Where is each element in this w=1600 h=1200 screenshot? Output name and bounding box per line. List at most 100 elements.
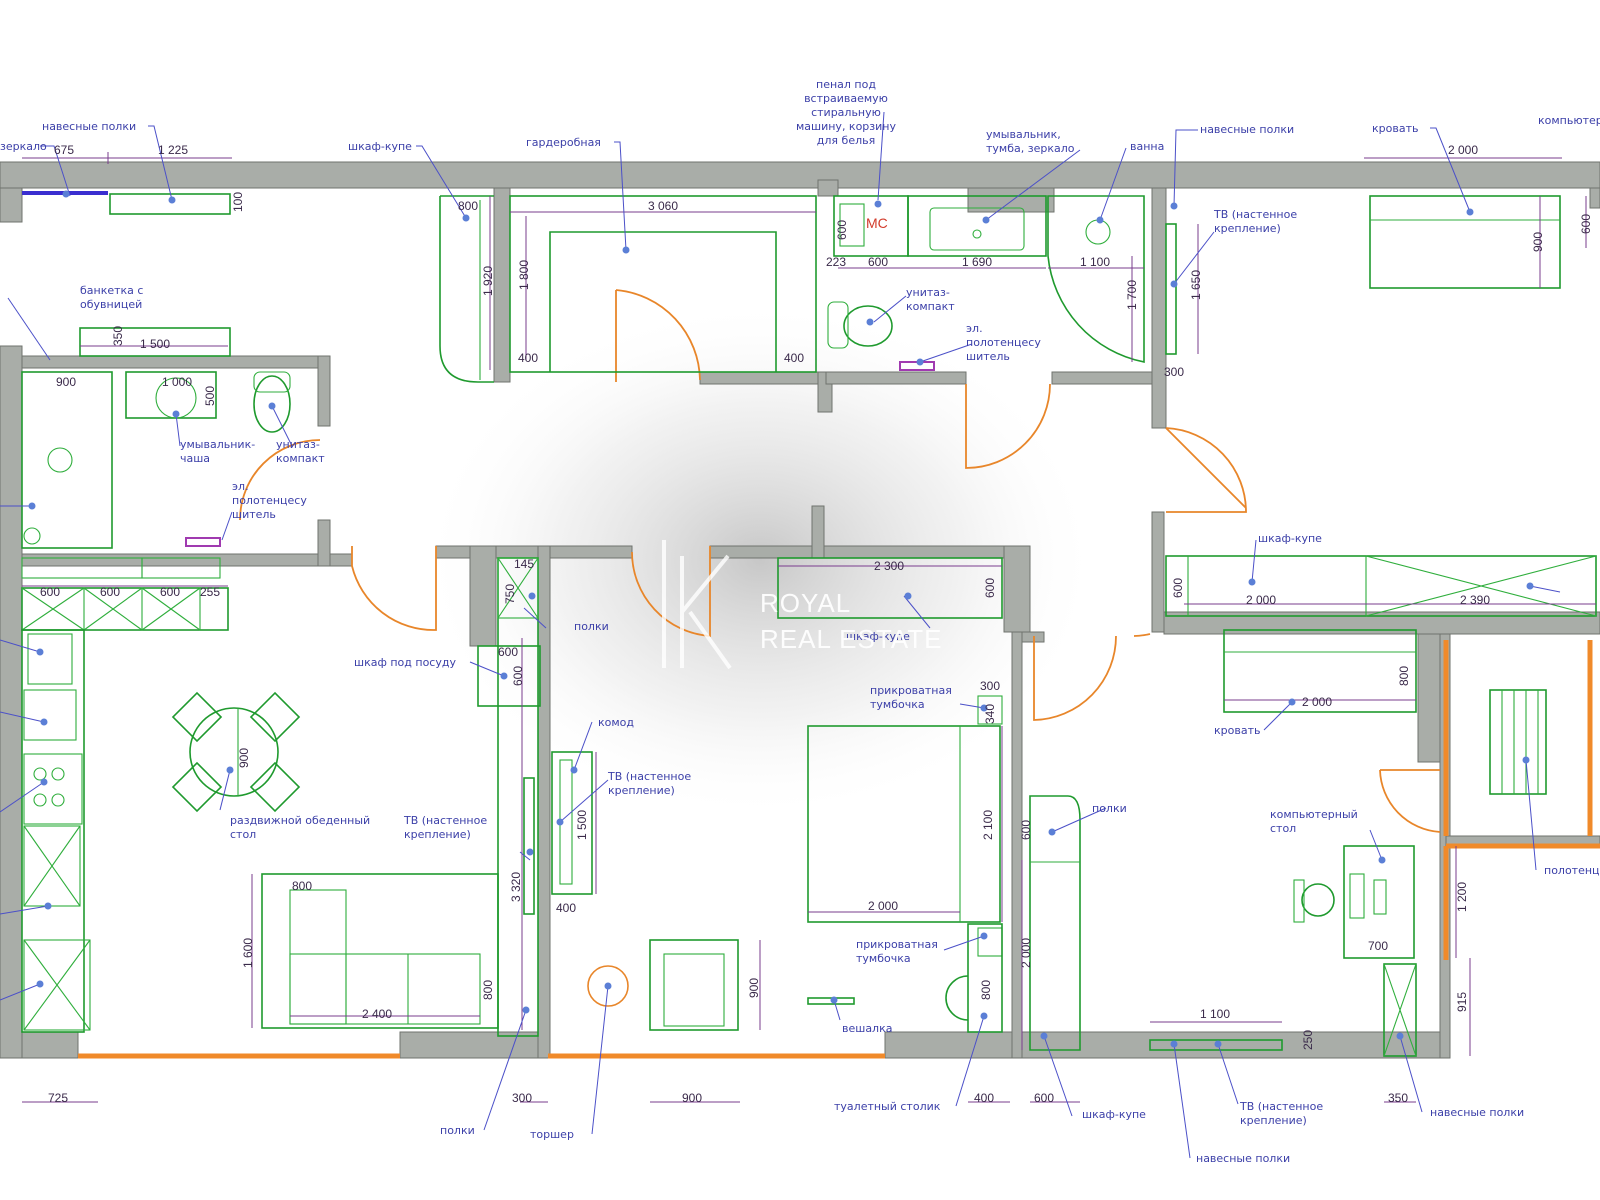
dim-750: 750 [503, 584, 517, 604]
dim-350b: 350 [1388, 1091, 1408, 1105]
dim-1225: 1 225 [158, 143, 188, 157]
label-krovat-2: кровать [1214, 724, 1260, 737]
label-krovat-top: кровать [1372, 122, 1418, 135]
dim-2400: 2 400 [362, 1007, 392, 1021]
dim-1650: 1 650 [1189, 270, 1203, 300]
windows [22, 191, 1600, 1059]
dim-400b: 400 [784, 351, 804, 365]
label-nav-polki-3: навесные полки [1196, 1152, 1290, 1165]
dim-2000b: 2 000 [1246, 593, 1276, 607]
label-garderobnaya: гардеробная [526, 136, 601, 149]
dim-223: 223 [826, 255, 846, 269]
label-nav-polki-4: навесные полки [1430, 1106, 1524, 1119]
dimension-lines [22, 152, 1596, 1103]
dim-2000c: 2 000 [1302, 695, 1332, 709]
label-veshalka: вешалка [842, 1022, 892, 1035]
labels: навесные полки зеркало шкаф-купе гардеро… [0, 78, 1600, 1165]
label-shkaf-kupe-3: шкаф-купе [846, 630, 910, 643]
dim-3320: 3 320 [509, 872, 523, 902]
dimension-text: 675 1 225 100 800 1 920 3 060 1 800 400 … [40, 143, 1593, 1105]
label-polotence-3: полотенц [1544, 864, 1600, 877]
dim-725: 725 [48, 1091, 68, 1105]
dim-800b: 800 [1397, 666, 1411, 686]
label-zerkalo: зеркало [0, 140, 47, 153]
dim-1500a: 1 500 [140, 337, 170, 351]
label-ms: МС [866, 215, 888, 231]
dim-145: 145 [514, 557, 534, 571]
label-umyvalnik-chasha: умывальник-чаша [180, 438, 255, 465]
dim-600h: 600 [1019, 820, 1033, 840]
dim-800e: 800 [979, 980, 993, 1000]
dim-600i: 600 [1034, 1091, 1054, 1105]
dim-340: 340 [983, 704, 997, 724]
label-vanna: ванна [1130, 140, 1164, 153]
label-shkaf-kupe-2: шкаф-купе [1258, 532, 1322, 545]
dim-1700: 1 700 [1125, 280, 1139, 310]
dim-2000a: 2 000 [1448, 143, 1478, 157]
dim-300c: 300 [512, 1091, 532, 1105]
watermark-glow [420, 300, 1100, 820]
label-nav-polki-2: навесные полки [1200, 123, 1294, 136]
dim-255: 255 [200, 585, 220, 599]
dim-600e: 600 [511, 666, 525, 686]
leader-lines [0, 111, 1561, 1159]
dim-1800: 1 800 [517, 260, 531, 290]
dim-500: 500 [203, 386, 217, 406]
dim-400c: 400 [556, 901, 576, 915]
dim-675: 675 [54, 143, 74, 157]
dim-900d: 900 [747, 978, 761, 998]
dim-2000e: 2 000 [1019, 938, 1033, 968]
dim-1690: 1 690 [962, 255, 992, 269]
dim-700: 700 [1368, 939, 1388, 953]
dim-900e: 900 [682, 1091, 702, 1105]
dim-900a: 900 [1531, 232, 1545, 252]
doors [239, 289, 1441, 833]
label-shkaf-kupe-1: шкаф-купе [348, 140, 412, 153]
dim-400d: 400 [974, 1091, 994, 1105]
dim-1200: 1 200 [1455, 882, 1469, 912]
label-polki-3: полки [440, 1124, 475, 1137]
dim-900b: 900 [56, 375, 76, 389]
dim-600-2: 600 [100, 585, 120, 599]
dim-600-3: 600 [160, 585, 180, 599]
dim-800d: 800 [481, 980, 495, 1000]
dim-800c: 800 [292, 879, 312, 893]
dim-2100: 2 100 [981, 810, 995, 840]
dim-1500b: 1 500 [575, 810, 589, 840]
dim-3060: 3 060 [648, 199, 678, 213]
label-unitaz-1: унитаз-компакт [276, 438, 325, 465]
furniture [21, 193, 1597, 1057]
dim-800a: 800 [458, 199, 478, 213]
dim-300b: 300 [980, 679, 1000, 693]
dim-350: 350 [111, 326, 125, 346]
dim-300a: 300 [1164, 365, 1184, 379]
dim-600g: 600 [1171, 578, 1185, 598]
dim-1000: 1 000 [162, 375, 192, 389]
label-nav-polki-top: навесные полки [42, 120, 136, 133]
label-unitaz-2: унитаз-компакт [906, 286, 955, 313]
label-umyvalnik-tumba: умывальник,тумба, зеркало [986, 128, 1075, 155]
dim-900c: 900 [237, 748, 251, 768]
dim-600-1: 600 [40, 585, 60, 599]
dim-600a: 600 [835, 220, 849, 240]
label-shkaf-posuda: шкаф под посуду [354, 656, 456, 669]
dim-400a: 400 [518, 351, 538, 365]
dim-1100a: 1 100 [1080, 255, 1110, 269]
dim-2000d: 2 000 [868, 899, 898, 913]
label-komputer-top: компьютер [1538, 114, 1600, 127]
watermark-line-2: REAL ESTATE [760, 624, 942, 654]
label-tualet-stolik: туалетный столик [834, 1100, 941, 1113]
dim-2300: 2 300 [874, 559, 904, 573]
watermark: ROYAL REAL ESTATE [662, 540, 942, 670]
watermark-line-1: ROYAL [760, 588, 851, 618]
